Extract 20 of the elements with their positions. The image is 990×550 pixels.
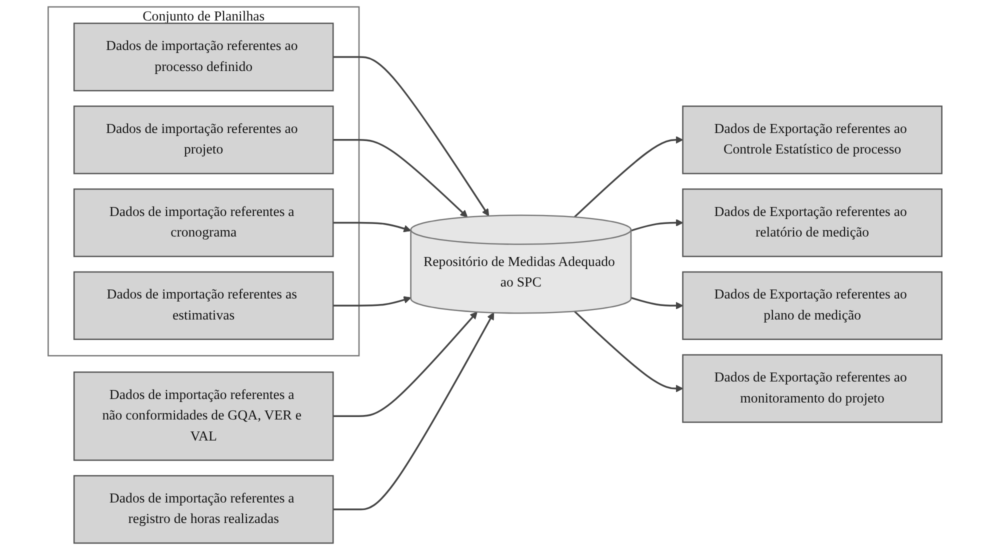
arrow [333, 222, 412, 232]
arrow [574, 310, 684, 392]
node-box: Dados de Exportação referentes ao plano de medição [682, 271, 942, 340]
node-box: Dados de Exportação referentes ao relatório de medição [682, 188, 942, 258]
node-box: Dados de importação referentes a cronograma [73, 188, 334, 258]
arrow [574, 136, 684, 218]
node-box: Dados de importação referentes ao projeto [73, 106, 334, 174]
arrow [333, 56, 490, 216]
arrow [333, 312, 494, 510]
node-box: Dados de Exportação referentes ao monitoramento do projeto [682, 354, 942, 423]
arrow [333, 139, 468, 218]
node-box: Dados de importação referentes ao processo definido [73, 22, 334, 92]
node-box: Dados de Exportação referentes ao Controle Estatístico de processo [682, 106, 942, 174]
node-box: Dados de importação referentes a não conformidades de GQA, VER e VAL [73, 371, 334, 461]
node-box: Dados de importação referentes as estimativas [73, 271, 334, 340]
arrow [630, 218, 684, 232]
node-box: Dados de importação referentes a registro de horas realizadas [73, 475, 334, 544]
arrow [630, 296, 684, 310]
arrow [333, 296, 412, 307]
arrow [333, 312, 478, 418]
